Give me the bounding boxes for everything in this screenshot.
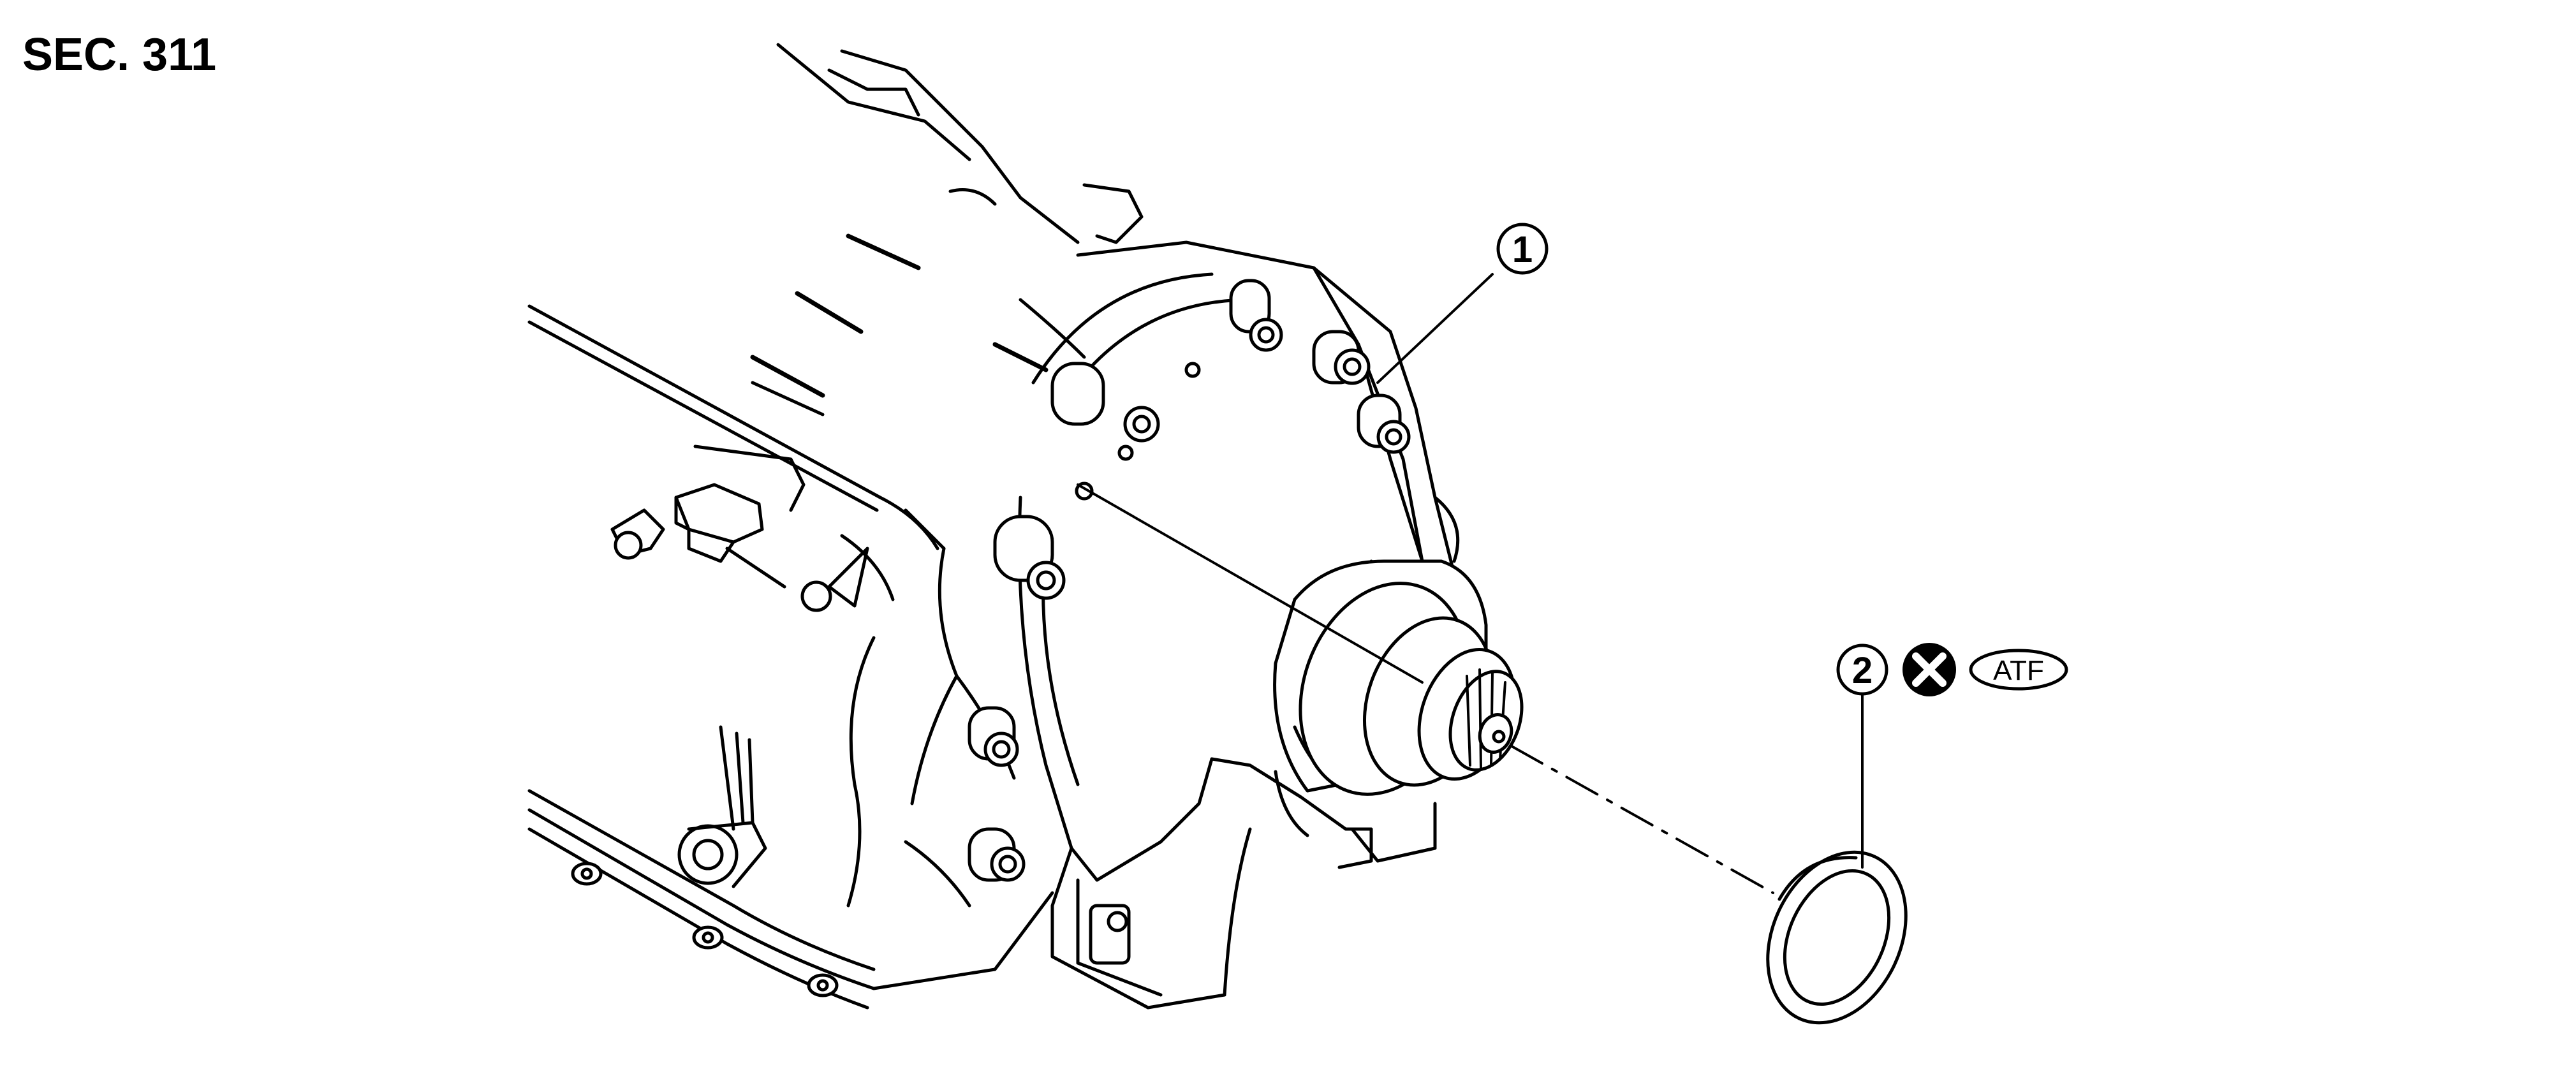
bolt <box>1357 393 1411 454</box>
bolt <box>968 706 1019 767</box>
oil-seal <box>1766 850 1908 1025</box>
assembly-axis-dashdot <box>1510 745 1774 894</box>
bolt <box>968 827 1026 882</box>
callout-2-circle <box>1836 643 1888 696</box>
atf-fluid-symbol: ATF <box>1969 649 2068 691</box>
callout-1-circle <box>1496 223 1549 275</box>
transmission-assembly <box>527 43 1524 1010</box>
callout-1-group: 1 <box>1376 223 1549 384</box>
atf-label: ATF <box>1993 655 2044 686</box>
section-label: SEC. 311 <box>22 29 216 80</box>
linkage-lever <box>677 725 767 888</box>
output-shaft-housing <box>1273 559 1524 863</box>
transmission-case <box>527 43 1144 1010</box>
callout-2-group: 2 ATF <box>1836 643 2068 869</box>
flange-bolts <box>968 279 1411 882</box>
leader-line-1 <box>1376 273 1494 384</box>
bolt <box>1229 279 1283 352</box>
extension-housing-flange <box>1017 240 1460 1010</box>
callout-1-number: 1 <box>1512 229 1533 270</box>
bolt <box>993 515 1066 600</box>
bolt <box>1050 362 1160 443</box>
oil-pan <box>571 862 839 997</box>
bolt <box>1312 330 1371 385</box>
do-not-reuse-icon <box>1903 643 1956 696</box>
centerline-oblique <box>1077 483 1424 684</box>
callout-2-number: 2 <box>1852 650 1873 691</box>
actuator-bracket <box>610 483 869 612</box>
